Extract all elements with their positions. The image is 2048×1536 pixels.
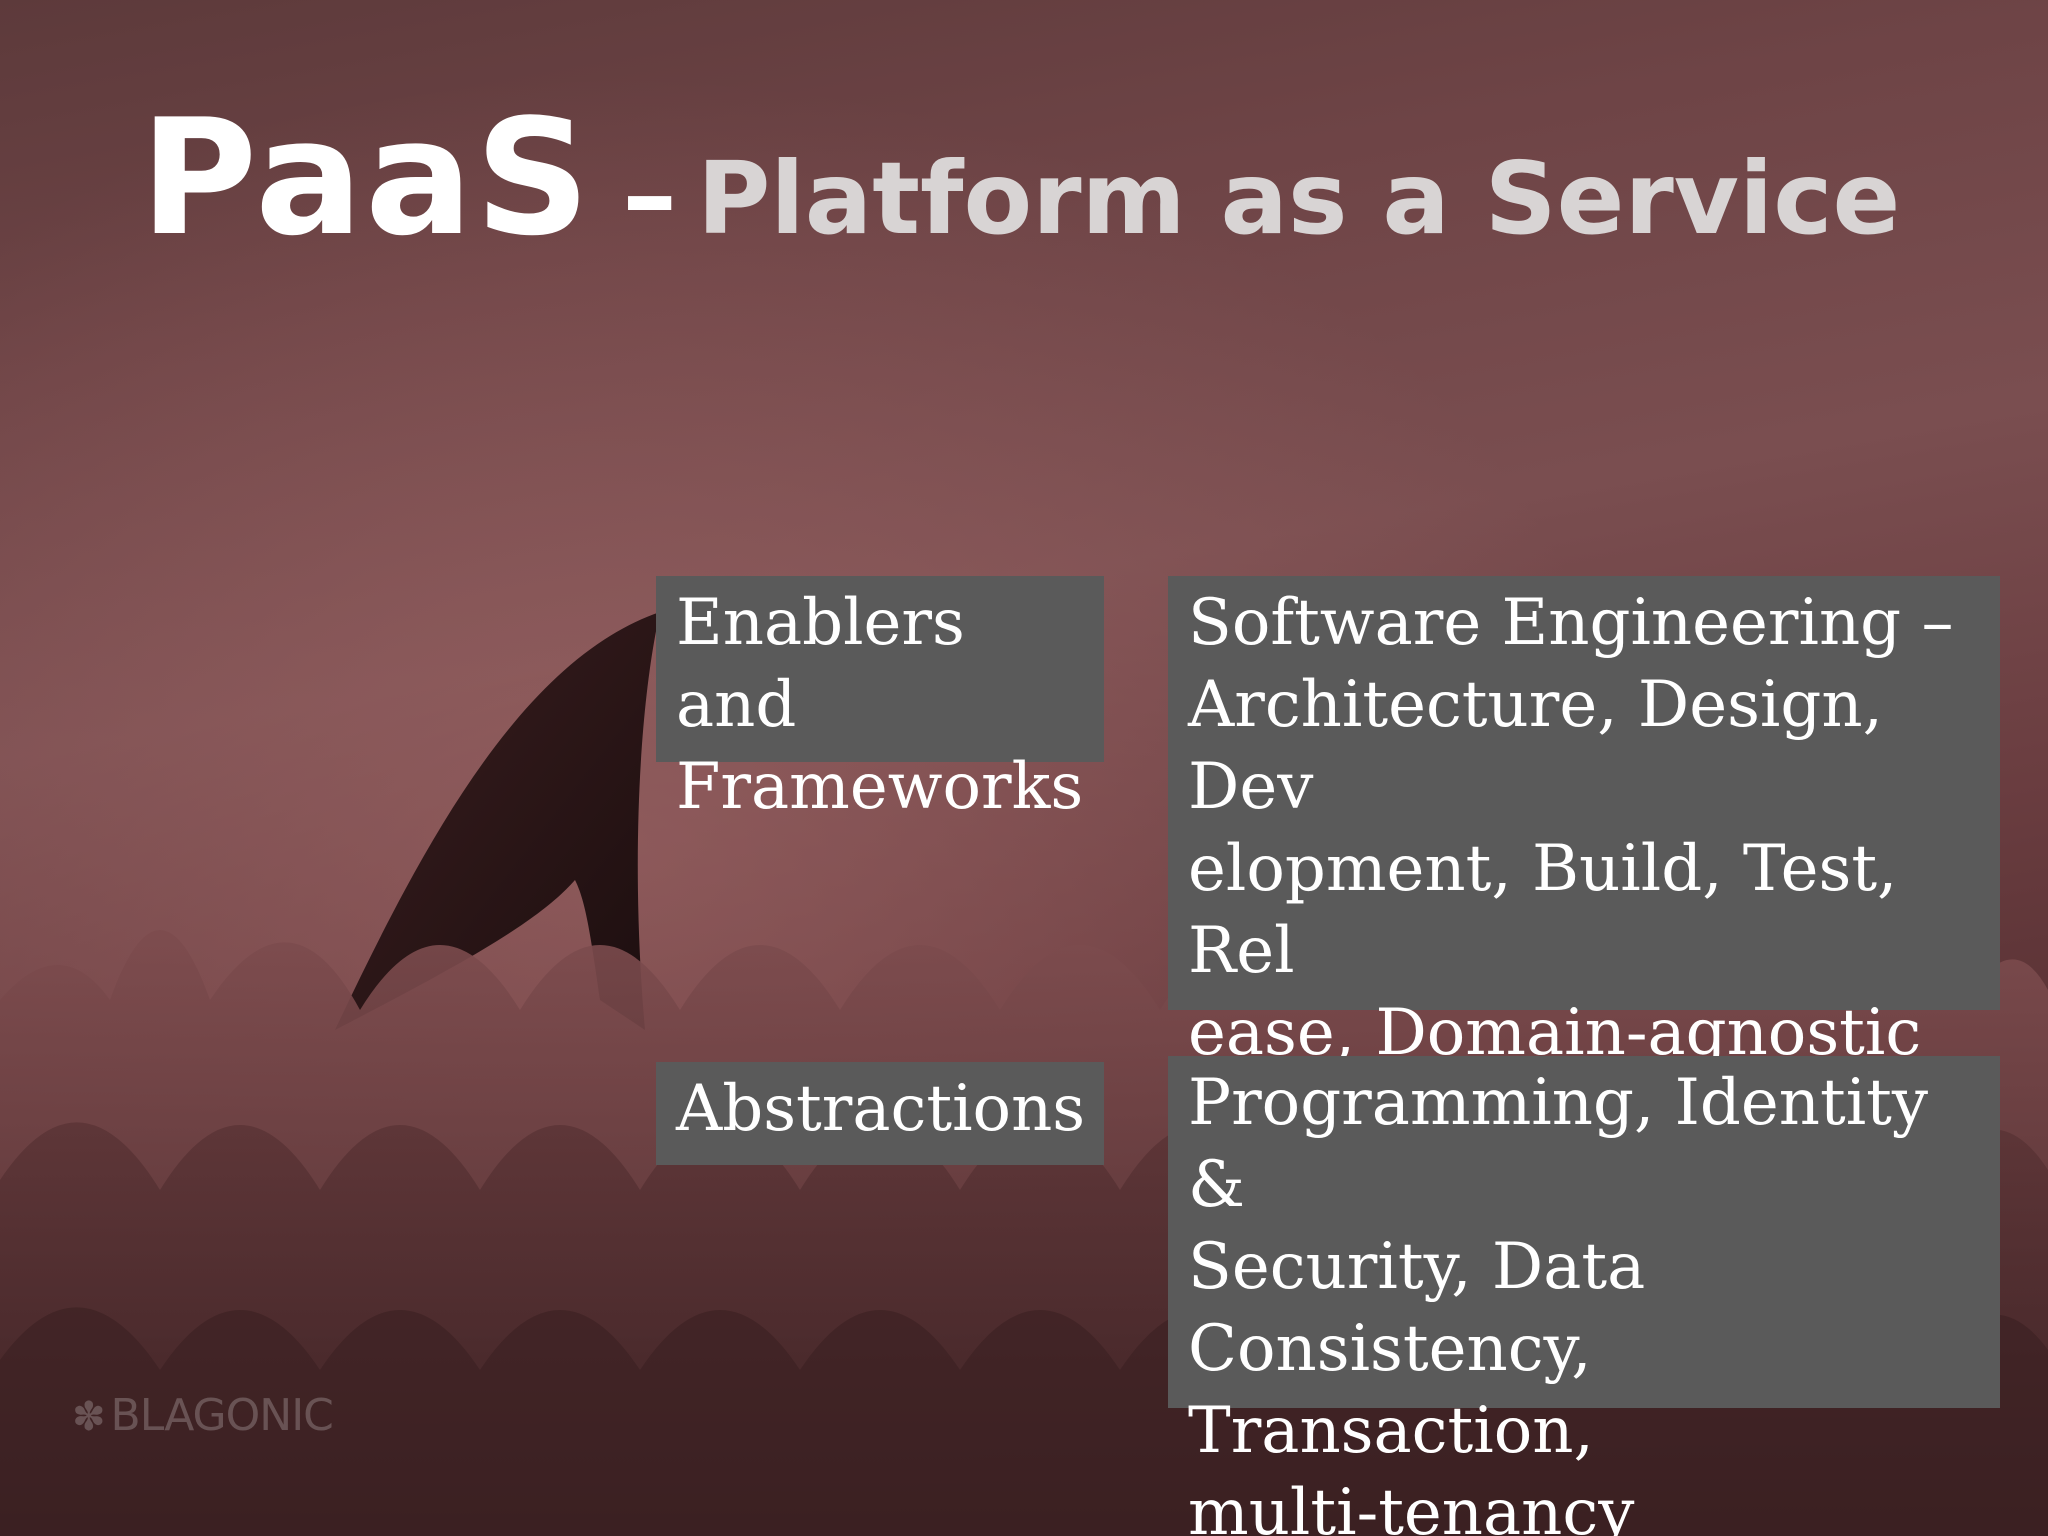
row-label-abstractions: Abstractions bbox=[656, 1062, 1104, 1165]
title-dash: – bbox=[622, 131, 678, 259]
watermark: ✽BLAGONIC bbox=[72, 1390, 334, 1441]
title-subtitle: Platform as a Service bbox=[697, 140, 1901, 257]
row-description-abstractions: Programming, Identity & Security, Data C… bbox=[1168, 1056, 2000, 1536]
row-description-enablers: Software Engineering – Architecture, Des… bbox=[1168, 576, 2000, 1152]
row-label-enablers: Enablers and Frameworks bbox=[656, 576, 1104, 824]
watermark-text: BLAGONIC bbox=[110, 1390, 334, 1441]
flower-logo-icon: ✽ bbox=[72, 1394, 106, 1440]
slide-title: PaaS–Platform as a Service bbox=[140, 98, 1900, 258]
title-main: PaaS bbox=[140, 84, 593, 271]
